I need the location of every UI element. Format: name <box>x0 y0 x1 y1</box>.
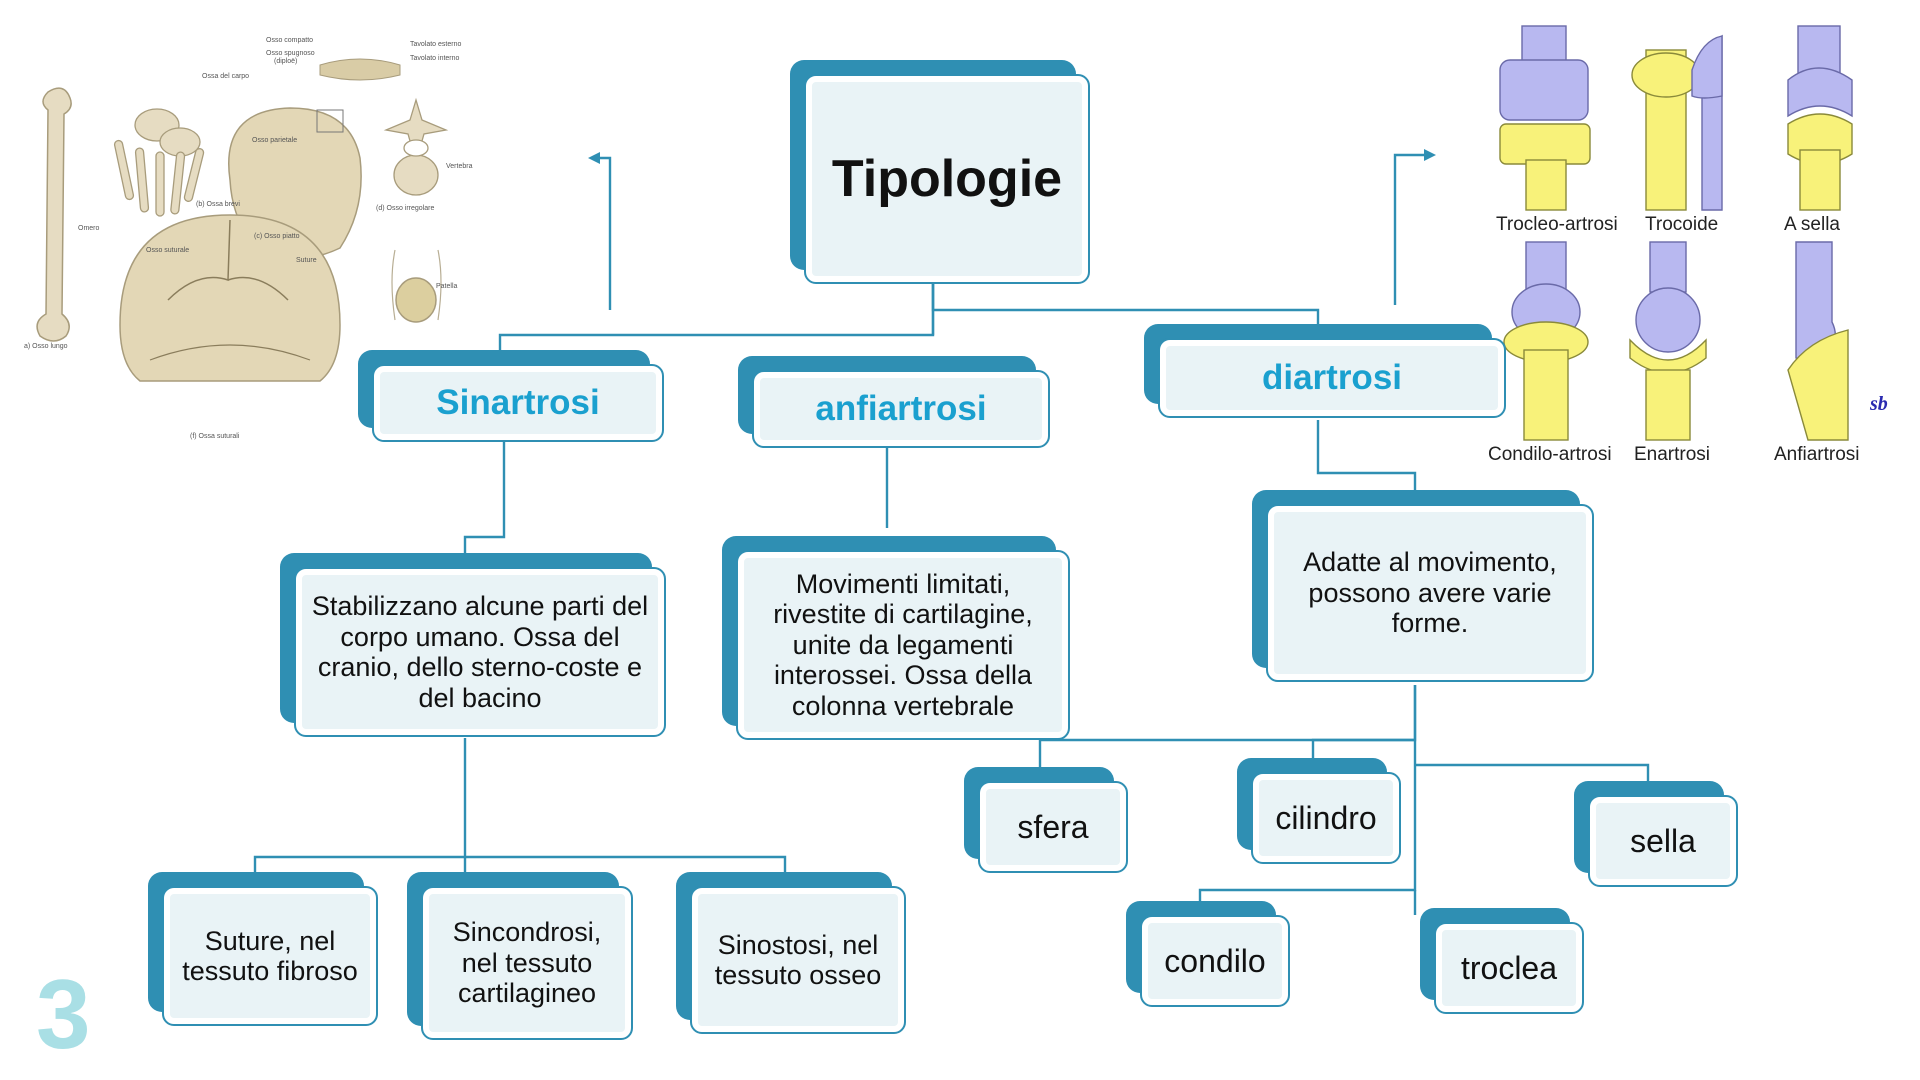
trocleo-artrosi-image <box>1499 25 1591 211</box>
label-trocleo-artrosi: Trocleo-artrosi <box>1496 214 1618 235</box>
caption-omero: Omero <box>78 225 100 232</box>
label-enartrosi: Enartrosi <box>1634 444 1710 460</box>
caption-vertebra: Vertebra <box>446 163 473 170</box>
caption-ossa-carpo: Ossa del carpo <box>202 73 249 80</box>
a-sella-image <box>1787 25 1853 211</box>
description-anfiartrosi-text: Movimenti limitati, rivestite di cartila… <box>773 568 1033 721</box>
anfiartrosi-image <box>1787 241 1849 441</box>
title-text: Tipologie <box>831 150 1063 208</box>
caption-osso-piatto: (c) Osso piatto <box>254 233 300 240</box>
caption-tavolato-interno: Tavolato interno <box>410 55 460 62</box>
type-suture-text: Suture, nel tessuto fibroso <box>182 925 358 987</box>
long-bone-image <box>36 87 72 342</box>
caption-sutura: Suture <box>296 257 317 264</box>
form-condilo-text: condilo <box>1164 942 1266 979</box>
page-number: 3 <box>36 959 91 1069</box>
category-sinartrosi-label: Sinartrosi <box>436 383 600 422</box>
form-sfera-text: sfera <box>1017 808 1089 845</box>
category-diartrosi-label: diartrosi <box>1261 358 1403 397</box>
joint-types-illustration: Trocleo-artrosi Trocoide A sella Condilo… <box>1488 25 1888 460</box>
irregular-bone-image <box>383 97 449 196</box>
caption-patella: Patella <box>436 283 458 290</box>
label-a-sella: A sella <box>1784 214 1840 235</box>
caption-osso-irregolare: (d) Osso irregolare <box>376 205 434 212</box>
caption-ossa-suturali: (f) Ossa suturali <box>190 433 240 440</box>
label-trocoide: Trocoide <box>1645 214 1718 235</box>
label-anfiartrosi: Anfiartrosi <box>1774 444 1860 460</box>
enartrosi-image <box>1629 241 1707 441</box>
type-sinostosi-text: Sinostosi, nel tessuto osseo <box>714 929 882 991</box>
caption-tavolato-esterno: Tavolato esterno <box>410 41 461 48</box>
caption-osso-parietale: Osso parietale <box>252 137 297 144</box>
form-troclea-text: troclea <box>1460 949 1558 986</box>
patella-image <box>391 249 442 323</box>
signature-sb: sb <box>1869 393 1888 415</box>
caption-diploe: (diploë) <box>274 58 297 65</box>
caption-ossa-brevi: (b) Ossa brevi <box>196 201 240 208</box>
caption-osso-lungo: a) Osso lungo <box>24 343 68 350</box>
label-condilo-artrosi: Condilo-artrosi <box>1488 444 1612 460</box>
form-cilindro-text: cilindro <box>1275 799 1377 836</box>
condilo-artrosi-image <box>1503 241 1589 441</box>
caption-osso-spugnoso: Osso spugnoso <box>266 50 315 57</box>
bone-types-illustration: Osso compatto Osso spugnoso (diploë) Tav… <box>24 37 473 440</box>
trocoide-image <box>1631 34 1723 211</box>
form-sella-text: sella <box>1630 822 1696 859</box>
caption-osso-suturale: Osso suturale <box>146 247 189 254</box>
caption-osso-compatto: Osso compatto <box>266 37 313 44</box>
category-anfiartrosi-label: anfiartrosi <box>815 389 987 428</box>
description-diartrosi-text: Adatte al movimento, possono avere varie… <box>1303 547 1557 639</box>
sutural-bones-image <box>119 214 341 382</box>
type-sincondrosi-text: Sincondrosi, nel tessuto cartilagineo <box>452 917 602 1009</box>
short-bones-image <box>113 108 205 217</box>
description-sinartrosi-text: Stabilizzano alcune parti del corpo uman… <box>311 591 649 713</box>
